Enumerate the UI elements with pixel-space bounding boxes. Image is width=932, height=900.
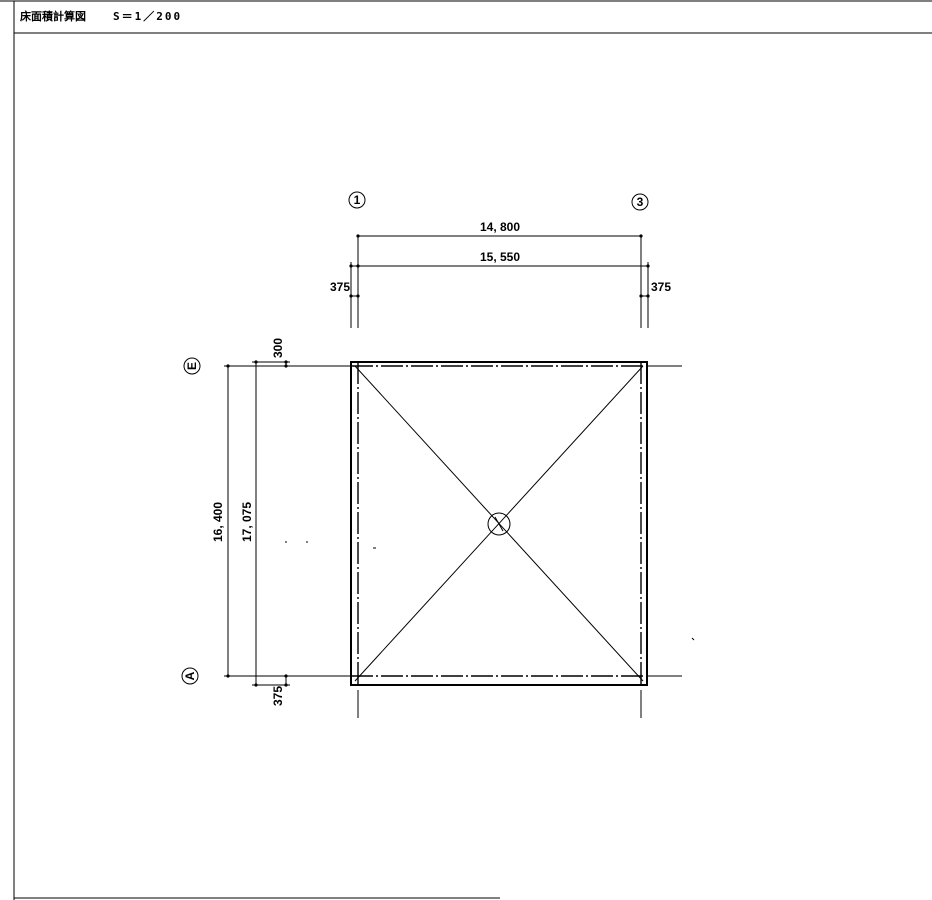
svg-text:1: 1 [354,193,361,207]
dim-span-y-total: 17, 075 [240,502,254,542]
dim-line-offsets-x: 375 375 [330,280,671,298]
grid-centerlines [351,362,647,685]
dim-span-y-grid: 16, 400 [211,502,225,542]
dim-line-span-y-grid: 16, 400 [211,364,290,678]
drawing-scale: S＝1／200 [113,10,182,23]
dim-line-span-y-total: 17, 075 [240,360,290,687]
dim-offset-bottom: 375 [271,686,285,706]
grid-bubble-col-1: 1 [348,191,366,209]
grid-bubble-col-3: 3 [631,193,649,211]
dim-span-x-total: 15, 550 [480,250,520,264]
dim-span-x-grid: 14, 800 [480,220,520,234]
svg-text:A: A [183,671,197,680]
grid-bubble-row-e: E [183,357,201,375]
dim-line-span-x-grid: 14, 800 [356,220,643,238]
dim-offset-left: 375 [330,280,350,294]
scan-artifacts [285,541,695,641]
area-center-marker [487,512,511,536]
dim-offset-top: 300 [271,338,285,358]
floor-area-outline [350,361,648,686]
grid-bubble-row-a: A [181,667,199,685]
grid-axis-lines [290,236,682,718]
svg-text:3: 3 [637,195,644,209]
drawing-title: 床面積計算図 [20,9,86,23]
dim-line-span-x-total: 15, 550 [349,250,650,328]
dim-line-offsets-y: 300 375 [271,338,288,706]
dim-offset-right: 375 [651,280,671,294]
svg-text:E: E [185,362,199,370]
